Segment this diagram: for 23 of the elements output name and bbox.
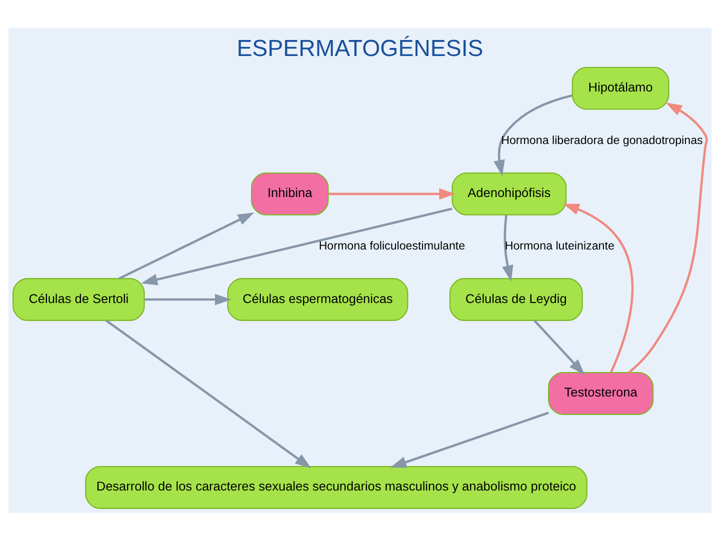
arrow	[534, 319, 585, 375]
arrow	[118, 212, 254, 280]
edge-label: Hormona foliculoestimulante	[318, 239, 466, 252]
edge-label: Hormona liberadora de gonadotropinas	[501, 134, 703, 147]
arrow	[628, 102, 708, 373]
node-box: Desarrollo de los caracteres sexuales secundarios masculinos y anabolismo proteico	[85, 466, 588, 508]
arrow	[390, 411, 549, 468]
node-box: Células de Sertoli	[12, 278, 145, 320]
node-box: Testosterona	[548, 372, 654, 414]
arrow	[328, 188, 456, 200]
arrow	[502, 214, 514, 282]
node-box: Adenohipófisis	[452, 172, 567, 215]
arrow	[494, 94, 572, 176]
node-box: Inhibina	[250, 172, 329, 215]
arrow	[106, 319, 312, 468]
node-box: Células espermatogénicas	[227, 278, 408, 320]
diagram-title: ESPERMATOGÉNESIS	[236, 34, 484, 60]
edge-label: Hormona luteinizante	[504, 239, 614, 252]
arrow	[144, 293, 232, 305]
arrow	[563, 203, 634, 372]
node-box: Hipotálamo	[572, 66, 670, 110]
arrow	[141, 207, 452, 285]
node-box: Células de Leydig	[449, 278, 583, 320]
